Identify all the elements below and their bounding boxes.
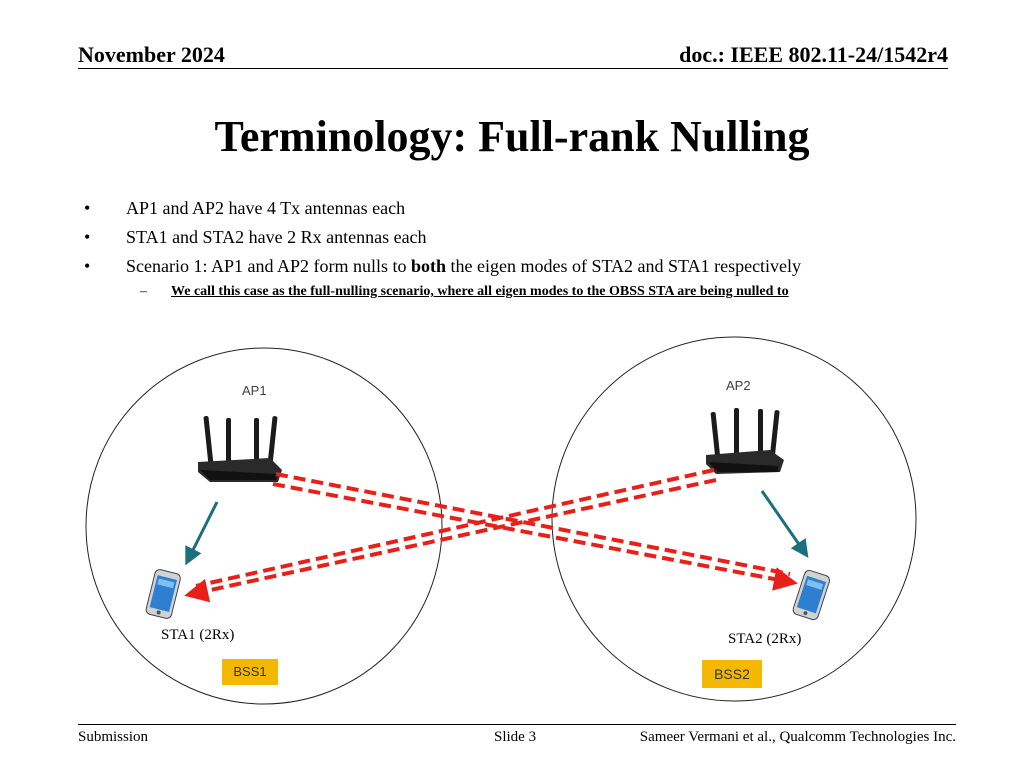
sta1-label: STA1 (2Rx)	[161, 627, 234, 643]
header-divider	[78, 68, 948, 69]
bullet-item: • STA1 and STA2 have 2 Rx antennas each	[84, 225, 984, 254]
bss1-boundary	[85, 347, 443, 705]
bss2-badge: BSS2	[702, 660, 762, 688]
sub-bullet-item: – We call this case as the full-nulling …	[84, 283, 984, 307]
bullet-text: AP1 and AP2 have 4 Tx antennas each	[126, 198, 406, 218]
bullet-text: Scenario 1: AP1 and AP2 form nulls to bo…	[126, 254, 801, 278]
sub-bullet-text: We call this case as the full-nulling sc…	[171, 284, 789, 299]
footer-submission: Submission	[78, 729, 149, 745]
footer-divider	[78, 724, 956, 725]
ap2-to-sta1-null-stream	[184, 478, 717, 603]
router-icon	[198, 416, 282, 482]
router-icon	[706, 408, 784, 474]
sta2-label: STA2 (2Rx)	[728, 631, 801, 647]
bullet-text-emphasis: both	[411, 256, 447, 276]
bullet-item: • AP1 and AP2 have 4 Tx antennas each	[84, 196, 984, 225]
bullet-marker: •	[84, 198, 91, 218]
bullet-text-part: Scenario 1: AP1 and AP2 form nulls to	[126, 256, 411, 276]
bullet-marker: •	[84, 256, 91, 276]
phone-icon	[792, 569, 830, 621]
ap1-to-sta2-null-stream	[275, 472, 791, 576]
ap2-to-sta2-link	[760, 490, 809, 558]
ap1-to-sta1-link	[185, 501, 219, 566]
bss2-boundary	[551, 336, 917, 702]
ap2-to-sta1-null-stream	[195, 468, 715, 588]
bullet-text-part: the eigen modes of STA2 and STA1 respect…	[446, 256, 802, 276]
bullet-item: • Scenario 1: AP1 and AP2 form nulls to …	[84, 254, 984, 283]
sub-bullet-marker: –	[140, 284, 147, 299]
ap1-to-sta2-null-stream	[272, 482, 798, 591]
footer-slide-number: Slide 3	[494, 729, 537, 745]
ap1-label: AP1	[242, 383, 267, 398]
phone-icon	[145, 569, 181, 619]
footer-author: Sameer Vermani et al., Qualcomm Technolo…	[639, 729, 956, 745]
bss1-badge: BSS1	[222, 659, 278, 685]
slide-title: Terminology: Full-rank Nulling	[214, 112, 810, 161]
bullet-text: STA1 and STA2 have 2 Rx antennas each	[126, 227, 427, 247]
bullet-list: • AP1 and AP2 have 4 Tx antennas each • …	[84, 196, 984, 307]
ap2-label: AP2	[726, 378, 751, 393]
header-date: November 2024	[78, 42, 225, 67]
header-doc-id: doc.: IEEE 802.11-24/1542r4	[679, 42, 948, 67]
bullet-marker: •	[84, 227, 91, 247]
